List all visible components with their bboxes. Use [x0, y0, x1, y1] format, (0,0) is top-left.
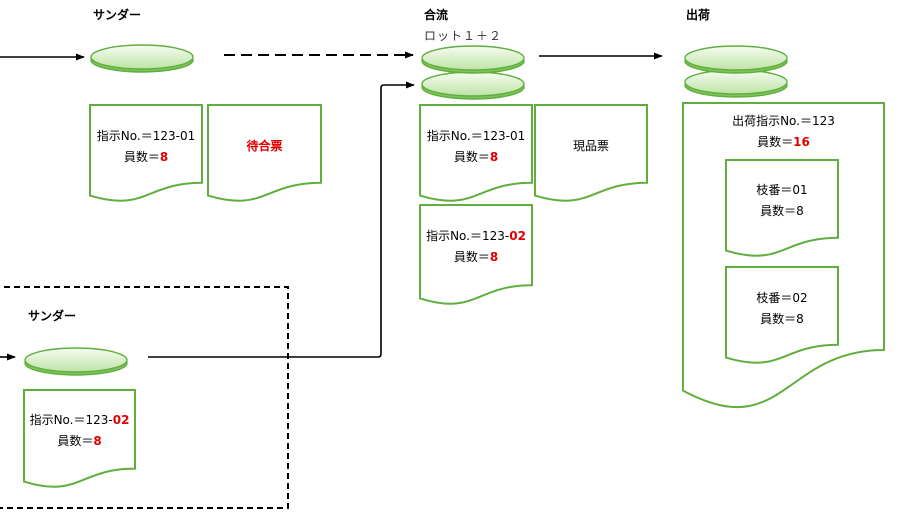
doc-shipping-instruction: 出荷指示No.＝123 員数＝16: [683, 103, 884, 411]
branch-number: 枝番＝02: [756, 291, 808, 305]
doc-branch-01: 枝番＝01 員数＝8: [726, 160, 838, 257]
disk-sander-upper: [90, 44, 194, 73]
document-shape: [726, 160, 838, 257]
document-shape: [420, 205, 532, 305]
instruction-number: 指示No.＝123-01: [426, 129, 526, 143]
document-shape: [535, 105, 647, 202]
document-shape: [420, 105, 532, 202]
quantity-line: 員数＝8: [453, 250, 499, 264]
doc-merge-instruction-01: 指示No.＝123-01 員数＝8: [420, 105, 532, 202]
branch-number: 枝番＝01: [756, 183, 808, 197]
instruction-branch-suffix: 02: [509, 229, 526, 243]
disk-sander-lower: [24, 347, 128, 376]
quantity-value: 8: [489, 250, 499, 264]
section-title-merge: 合流: [424, 8, 449, 22]
doc-sander-upper-instruction: 指示No.＝123-01 員数＝8: [90, 105, 202, 202]
doc-waiting-ticket: 待合票: [208, 105, 321, 202]
quantity-line: 員数＝8: [123, 150, 169, 164]
quantity-value: 8: [93, 434, 102, 448]
disk-merge-lower: [421, 71, 525, 100]
shipping-instruction-number: 出荷指示No.＝123: [732, 114, 835, 128]
waiting-ticket-label: 待合票: [246, 139, 283, 153]
doc-merge-instruction-02: 指示No.＝123-02 員数＝8: [420, 205, 532, 305]
merge-lot-label: ロット１＋２: [424, 29, 503, 43]
section-title-sander-lower: サンダー: [28, 309, 77, 323]
quantity-line: 員数＝8: [453, 150, 499, 164]
instruction-number: 指示No.＝123-02: [29, 413, 130, 427]
quantity-line: 員数＝16: [757, 135, 810, 149]
document-shape: [90, 105, 202, 202]
instruction-number: 指示No.＝123-01: [96, 129, 196, 143]
quantity-line: 員数＝8: [760, 312, 804, 326]
quantity-value: 8: [489, 150, 499, 164]
quantity-value: 8: [159, 150, 169, 164]
doc-branch-02: 枝番＝02 員数＝8: [726, 267, 838, 364]
elbow-connector-sander-lower-to-merge: [148, 81, 415, 358]
disk-shipping-upper: [684, 45, 788, 74]
quantity-line: 員数＝8: [57, 434, 102, 448]
lower-sander-group-frame: [0, 286, 289, 509]
doc-product-ticket: 現品票: [535, 105, 647, 202]
instruction-branch-suffix: 02: [112, 413, 130, 427]
instruction-number: 指示No.＝123-02: [426, 229, 526, 243]
product-ticket-label: 現品票: [572, 139, 609, 153]
section-title-sander-upper: サンダー: [93, 8, 142, 22]
disk-shipping-lower: [684, 69, 788, 98]
disk-merge-upper: [421, 45, 525, 74]
quantity-line: 員数＝8: [760, 204, 804, 218]
section-title-shipping: 出荷: [686, 8, 711, 22]
document-shape: [208, 105, 321, 202]
doc-sander-lower-instruction: 指示No.＝123-02 員数＝8: [24, 390, 135, 488]
document-shape: [726, 267, 838, 364]
quantity-value: 16: [793, 135, 810, 149]
document-shape: [24, 390, 135, 488]
